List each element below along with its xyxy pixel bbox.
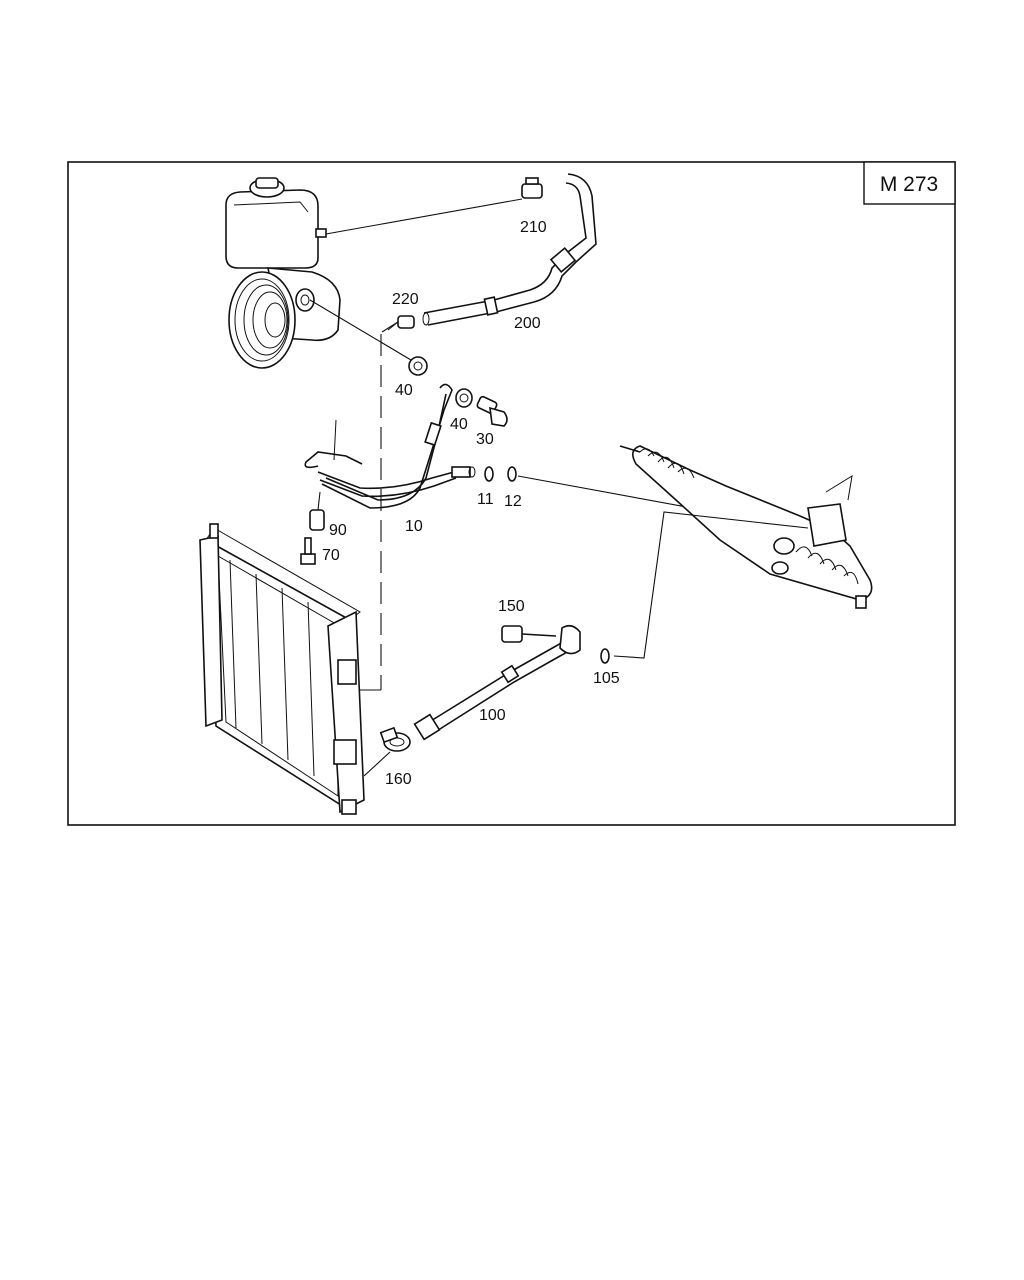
banjo-bolt-150 bbox=[501, 625, 557, 643]
model-badge-text: M 273 bbox=[880, 173, 938, 196]
clamp-220 bbox=[387, 315, 415, 331]
label-90: 90 bbox=[329, 522, 347, 539]
label-210: 210 bbox=[520, 219, 547, 236]
label-200: 200 bbox=[514, 315, 541, 332]
hose-clamp-210 bbox=[521, 177, 543, 199]
label-12: 12 bbox=[504, 493, 522, 510]
hose-clamp-160 bbox=[379, 726, 411, 752]
label-40b: 40 bbox=[450, 416, 468, 433]
power-steering-pump bbox=[225, 177, 341, 369]
label-70: 70 bbox=[322, 547, 340, 564]
steering-gear bbox=[619, 445, 873, 609]
label-150: 150 bbox=[498, 598, 525, 615]
seal-ring-11 bbox=[484, 466, 494, 482]
seal-ring-40b bbox=[455, 388, 473, 408]
bolt-70 bbox=[300, 537, 316, 565]
rubber-mount-90 bbox=[309, 491, 325, 531]
label-100: 100 bbox=[479, 707, 506, 724]
label-11: 11 bbox=[477, 491, 494, 508]
return-line-100 bbox=[413, 624, 581, 741]
label-10: 10 bbox=[405, 518, 423, 535]
radiator bbox=[199, 523, 365, 815]
model-badge: M 273 bbox=[863, 161, 956, 205]
label-160: 160 bbox=[385, 771, 412, 788]
seal-ring-12 bbox=[507, 466, 517, 482]
label-220: 220 bbox=[392, 291, 419, 308]
label-30: 30 bbox=[476, 431, 494, 448]
seal-ring-105 bbox=[600, 648, 610, 664]
banjo-bolt-30 bbox=[476, 395, 508, 427]
label-105: 105 bbox=[593, 670, 620, 687]
seal-ring-40a bbox=[408, 356, 428, 376]
pressure-hose-10 bbox=[304, 383, 476, 509]
label-40a: 40 bbox=[395, 382, 413, 399]
diagram-frame bbox=[67, 161, 956, 826]
return-hose-200 bbox=[422, 173, 597, 326]
